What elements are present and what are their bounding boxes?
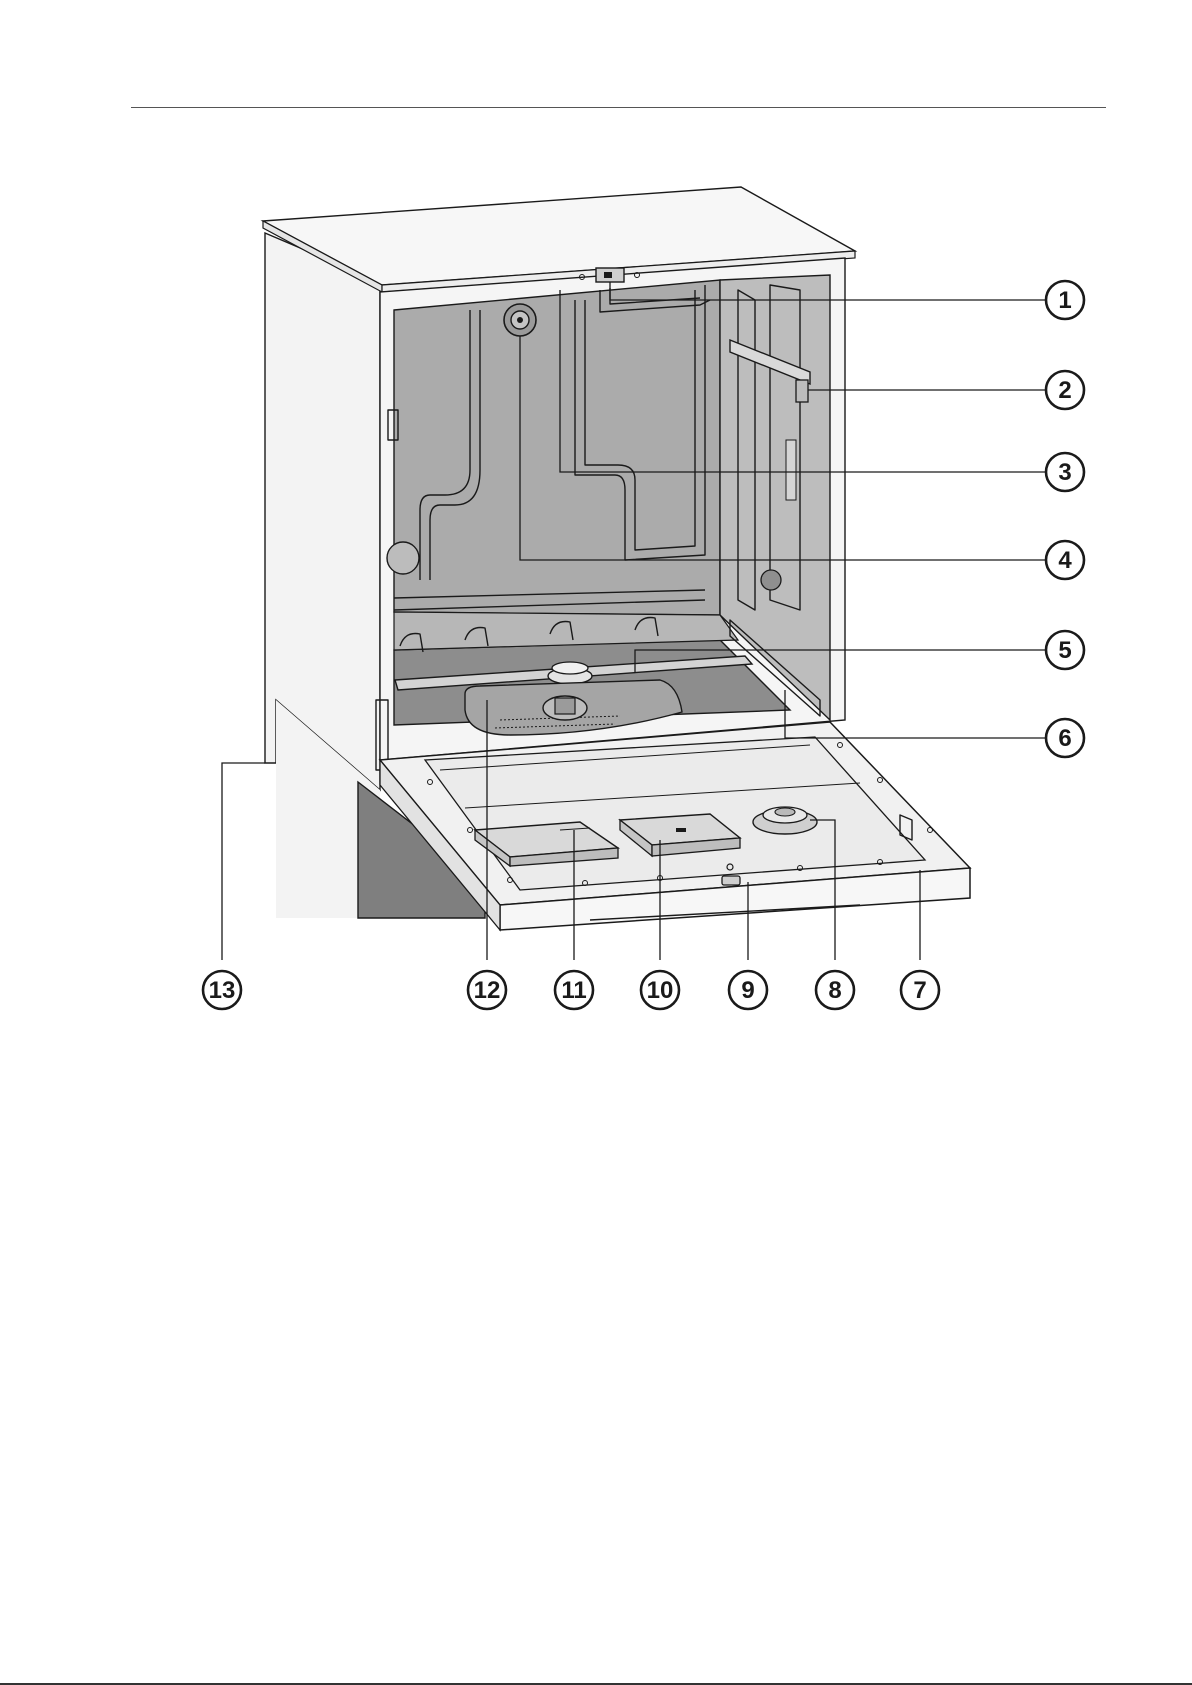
callout-6-label: 6: [1058, 725, 1071, 752]
callout-3: 3: [1046, 453, 1084, 491]
callout-5-label: 5: [1058, 637, 1071, 664]
callout-2: 2: [1046, 371, 1084, 409]
callout-13: 13: [203, 971, 241, 1009]
callout-8-label: 8: [828, 977, 841, 1004]
callout-13-label: 13: [209, 977, 236, 1004]
callout-1-label: 1: [1058, 287, 1071, 314]
callout-11-label: 11: [561, 977, 586, 1004]
callout-6: 6: [1046, 719, 1084, 757]
callout-9: 9: [729, 971, 767, 1009]
callout-2-label: 2: [1058, 377, 1071, 404]
wash-cabinet: [376, 268, 830, 770]
callout-11: 11: [555, 971, 593, 1009]
callout-3-label: 3: [1058, 459, 1071, 486]
back-wall: [394, 280, 720, 615]
callout-5: 5: [1046, 631, 1084, 669]
callout-1: 1: [1046, 281, 1084, 319]
callout-4: 4: [1046, 541, 1084, 579]
callout-10: 10: [641, 971, 679, 1009]
callout-12-label: 12: [474, 977, 501, 1004]
callout-4-label: 4: [1058, 547, 1072, 574]
callout-9-label: 9: [741, 977, 754, 1004]
callout-8: 8: [816, 971, 854, 1009]
callout-7-label: 7: [913, 977, 926, 1004]
water-inlet: [504, 304, 536, 336]
callout-12: 12: [468, 971, 506, 1009]
callout-7: 7: [901, 971, 939, 1009]
callout-10-label: 10: [647, 977, 674, 1004]
